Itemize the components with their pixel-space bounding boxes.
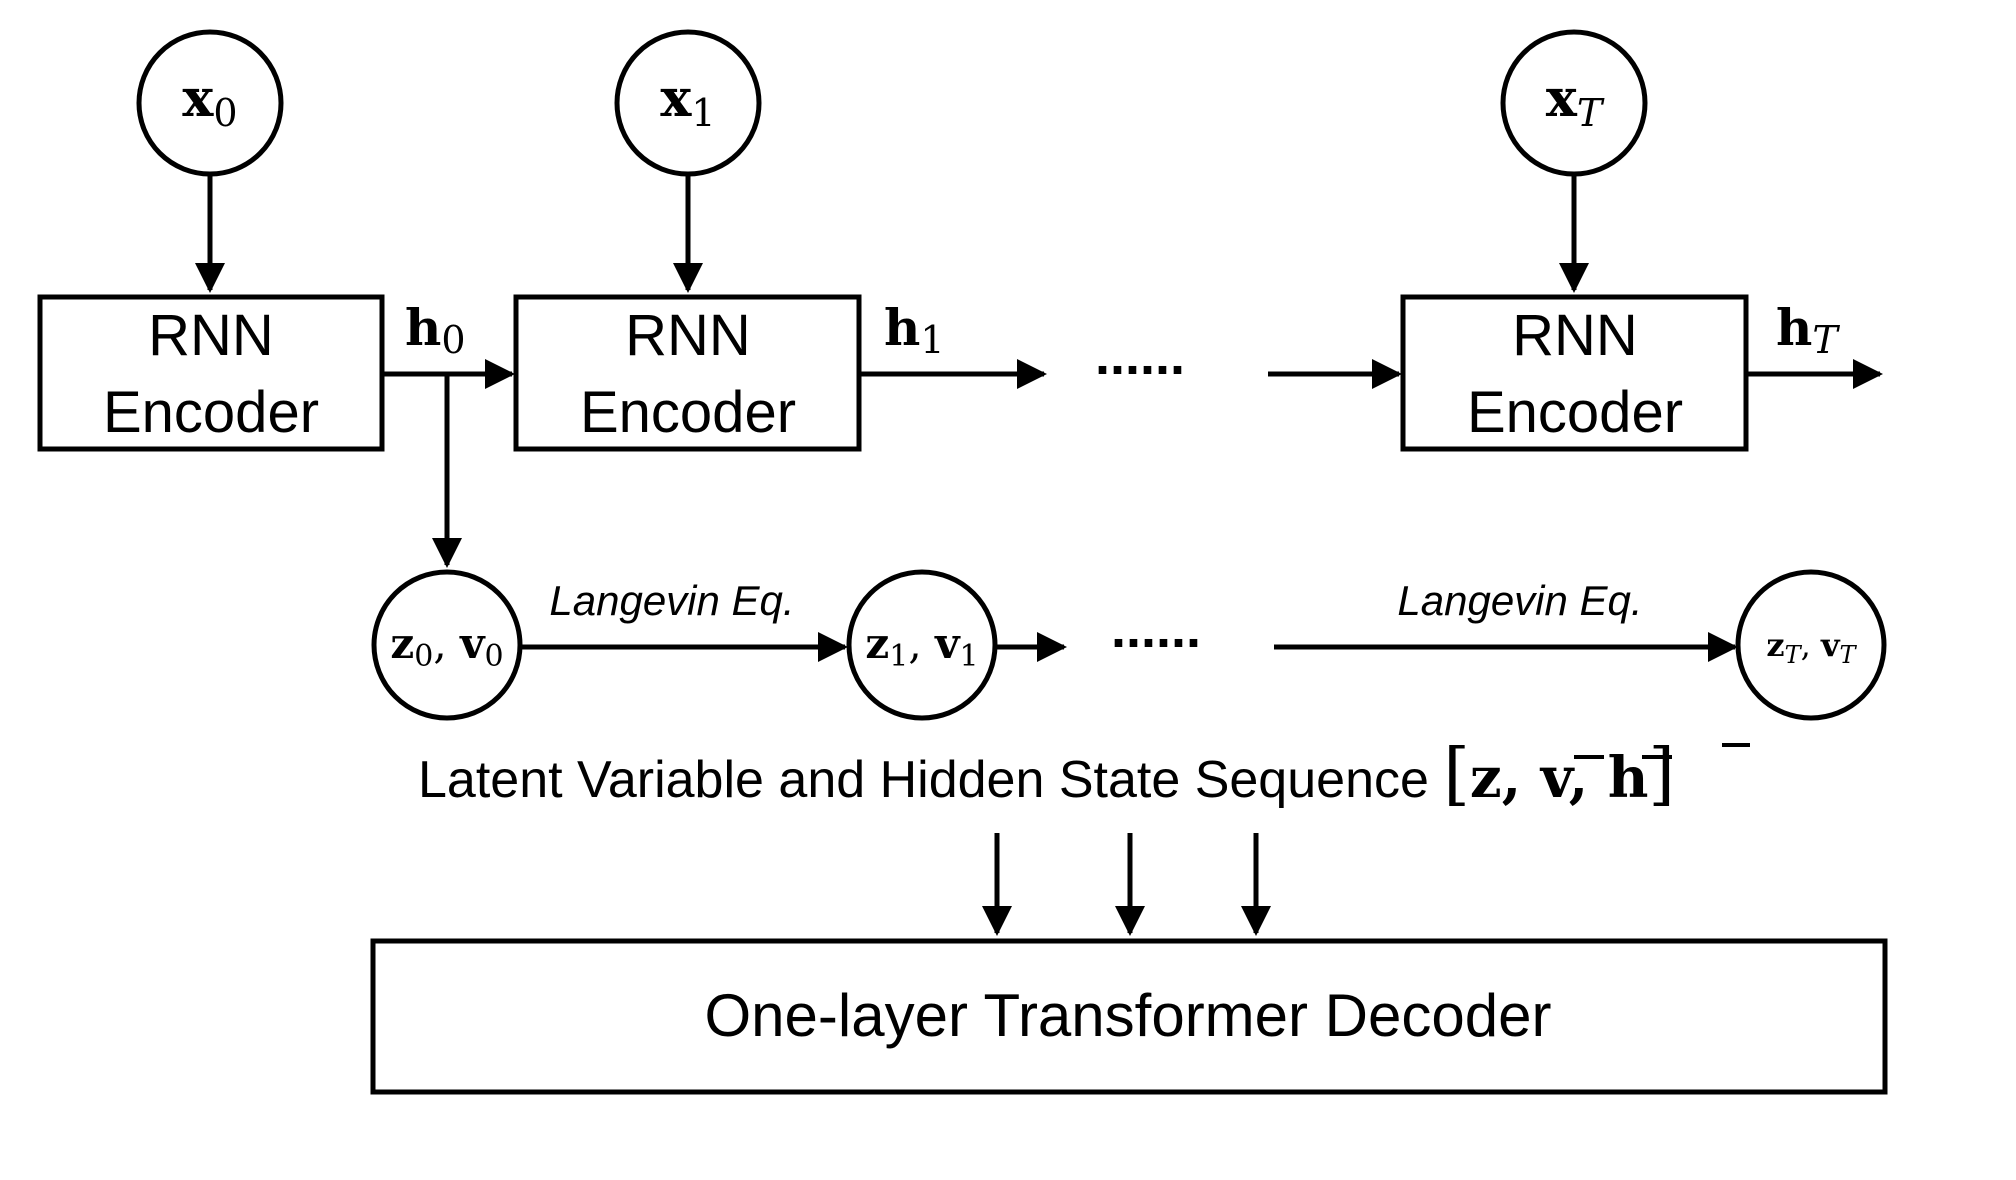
rnn-encoder-0-line2: Encoder — [103, 380, 319, 445]
hidden-label-hT: hT — [1776, 298, 1840, 362]
ellipsis-encoders: ...... — [1095, 326, 1185, 386]
sequence-caption: Latent Variable and Hidden State Sequenc… — [418, 735, 1675, 814]
latent-node-T — [1735, 569, 1887, 721]
latent-label-1: z1, v1 — [865, 619, 978, 674]
transformer-decoder — [370, 938, 1888, 1095]
rnn-encoder-1-line1: RNN — [625, 303, 751, 368]
rnn-encoder-T-line2: Encoder — [1467, 380, 1683, 445]
rnn-encoder-T — [1400, 294, 1749, 452]
hidden-label-h1: h1 — [884, 298, 945, 362]
rnn-encoder-1-line2: Encoder — [580, 380, 796, 445]
hidden-label-h0: h0 — [405, 298, 466, 362]
rnn-encoder-T-line1: RNN — [1512, 303, 1638, 368]
latent-label-T: zT, vT — [1766, 626, 1857, 669]
input-label-x1: x1 — [660, 68, 715, 135]
langevin-label-T: Langevin Eq. — [1397, 577, 1642, 624]
input-node-x1 — [614, 29, 762, 177]
ellipsis-latents: ...... — [1111, 599, 1201, 659]
rnn-encoder-0-line1: RNN — [148, 303, 274, 368]
input-node-xT — [1500, 29, 1648, 177]
decoder-label: One-layer Transformer Decoder — [705, 982, 1552, 1049]
langevin-label-0: Langevin Eq. — [549, 577, 794, 624]
input-label-xT: xT — [1546, 68, 1605, 135]
input-label-x0: x0 — [182, 68, 237, 135]
latent-label-0: z0, v0 — [390, 619, 503, 674]
input-node-x0 — [136, 29, 284, 177]
